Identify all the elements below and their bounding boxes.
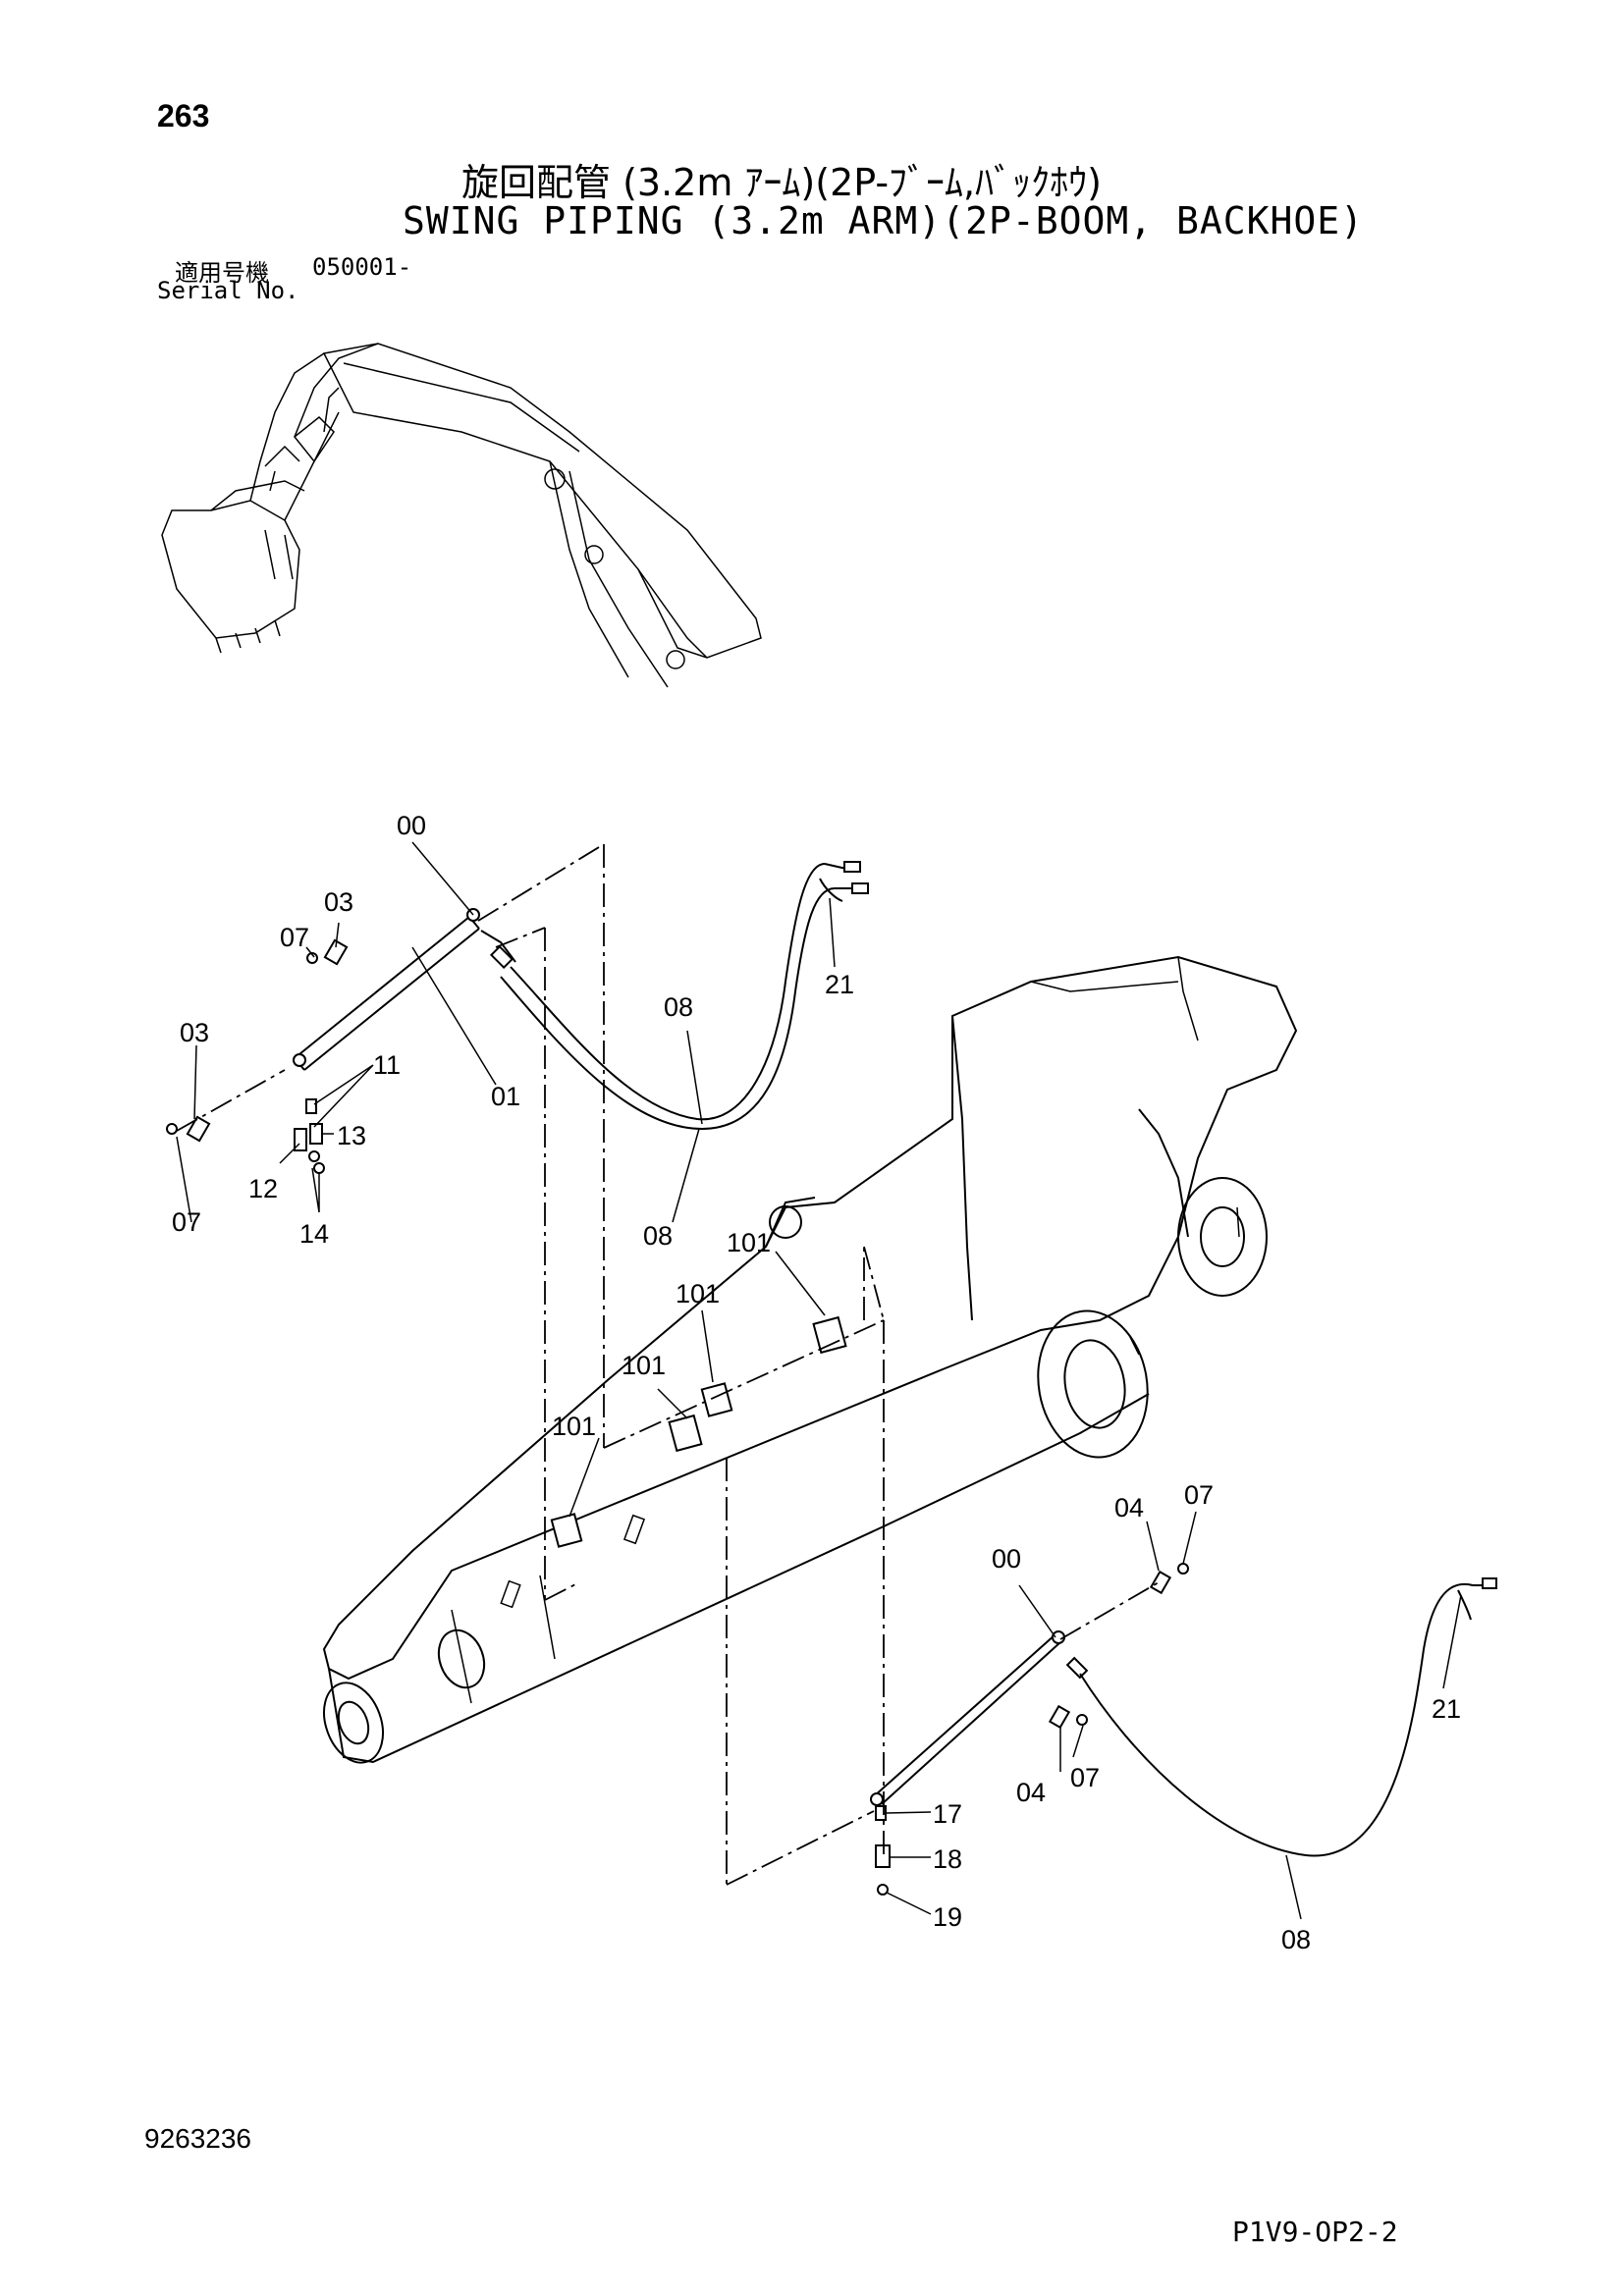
- callout-leaders: [176, 841, 1462, 1920]
- callout-17: 17: [933, 1799, 962, 1829]
- serial-label-english: Serial No.: [157, 277, 299, 304]
- callout-08-lower: 08: [1281, 1925, 1311, 1954]
- page-code: P1V9-OP2-2: [1232, 2216, 1398, 2248]
- callout-03-left: 03: [180, 1018, 209, 1047]
- callout-13: 13: [337, 1121, 366, 1150]
- callout-00-upper: 00: [397, 811, 426, 840]
- callout-00-lower: 00: [992, 1544, 1021, 1574]
- title-english: SWING PIPING (3.2m ARM)(2P-BOOM, BACKHOE…: [403, 199, 1364, 242]
- phantom-guide-lines: [176, 843, 1160, 1886]
- callout-21-upper: 21: [825, 970, 854, 999]
- callout-101-d: 101: [552, 1412, 596, 1441]
- callout-04-upper: 04: [1114, 1493, 1144, 1522]
- callout-14: 14: [299, 1219, 329, 1249]
- callout-labels: 00 03 07 03 11 01 08 21 13 12 07 14 08 1…: [172, 811, 1461, 1954]
- callout-101-a: 101: [727, 1228, 771, 1257]
- upper-pipe-assembly: [166, 861, 869, 1174]
- excavator-overview-illustration: [161, 343, 762, 688]
- lower-pipe-assembly: [870, 1563, 1497, 1896]
- callout-12: 12: [248, 1174, 278, 1203]
- callout-101-b: 101: [676, 1279, 720, 1308]
- callout-08-upper: 08: [664, 992, 693, 1022]
- callout-11: 11: [373, 1050, 401, 1080]
- callout-21-lower: 21: [1432, 1694, 1461, 1724]
- callout-03-upper: 03: [324, 887, 353, 917]
- callout-01: 01: [491, 1082, 520, 1111]
- callout-07-upper: 07: [280, 923, 309, 952]
- serial-number-value: 050001-: [312, 253, 412, 281]
- callout-07-left: 07: [172, 1207, 201, 1237]
- boom-clamps: [550, 1315, 847, 1548]
- callout-101-c: 101: [622, 1351, 666, 1380]
- document-number: 9263236: [144, 2123, 252, 2154]
- page-number: 263: [157, 98, 210, 133]
- callout-04-lower: 04: [1016, 1778, 1046, 1807]
- callout-08-middle: 08: [643, 1221, 673, 1251]
- serial-label-japanese: 適用号機: [175, 259, 269, 287]
- callout-07-right-lower: 07: [1070, 1763, 1100, 1792]
- callout-07-right-upper: 07: [1184, 1480, 1214, 1510]
- callout-19: 19: [933, 1902, 962, 1932]
- title-japanese: 旋回配管 (3.2m ｱｰﾑ)(2P-ﾌﾞｰﾑ,ﾊﾞｯｸﾎｳ): [461, 161, 1102, 204]
- boom-assembly: [322, 955, 1298, 1764]
- callout-18: 18: [933, 1844, 962, 1874]
